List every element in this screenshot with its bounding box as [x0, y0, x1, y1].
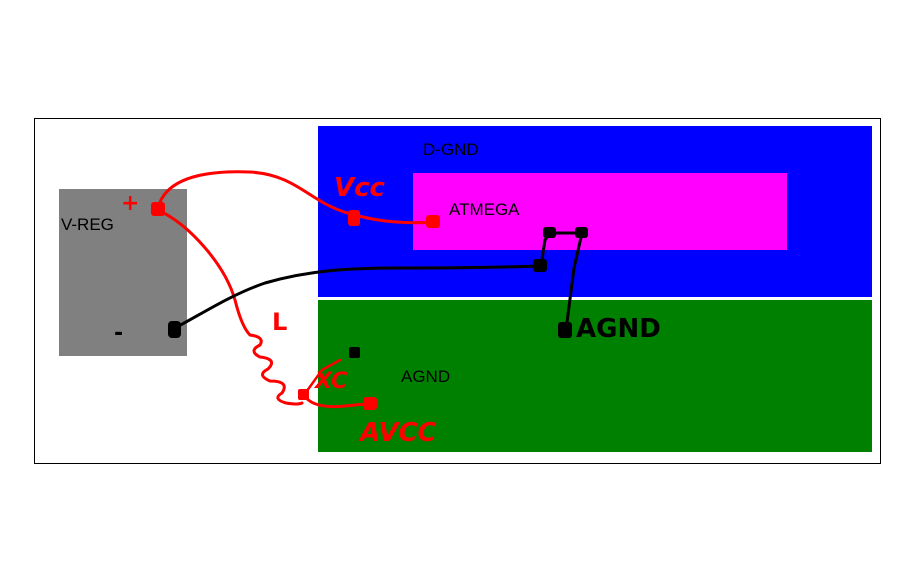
- vcc-pad: [348, 210, 360, 226]
- vreg-positive-pad: [151, 202, 165, 216]
- dgnd-pad: [533, 259, 547, 272]
- agnd-handwritten-label: AGND: [576, 314, 661, 344]
- atmega-vcc-pad: [426, 215, 440, 228]
- atmega-gnd-pad-right: [575, 227, 588, 238]
- avcc-label: AVCC: [358, 418, 437, 448]
- agnd-pad: [558, 322, 572, 338]
- ground-link-wire: [539, 231, 584, 332]
- plus-label: +: [121, 191, 139, 216]
- atmega-chip-block: [413, 173, 787, 250]
- analog-ground-plane: [318, 300, 872, 452]
- ground-wire: [173, 264, 543, 330]
- agnd-plane-label: AGND: [401, 367, 451, 386]
- inductor-junction-pad: [298, 389, 309, 400]
- vreg-label: V-REG: [61, 215, 114, 234]
- inductor-coil: [248, 333, 304, 406]
- vcc-label: Vcc: [334, 173, 386, 203]
- atmega-gnd-pad-left: [543, 227, 556, 238]
- vreg-negative-pad: [168, 321, 181, 338]
- inductor-label: L: [272, 308, 287, 336]
- capacitor-label: XC: [313, 369, 347, 394]
- minus-label: -: [114, 321, 123, 346]
- vcc-wire: [156, 170, 435, 225]
- avcc-pad: [363, 397, 377, 410]
- atmega-label: ATMEGA: [449, 200, 520, 219]
- inductor-feed-wire: [156, 208, 252, 337]
- capacitor-lead: [302, 358, 342, 397]
- avcc-wire: [302, 393, 372, 409]
- voltage-regulator-block: [59, 189, 187, 356]
- diagram-frame: [34, 118, 881, 464]
- capacitor-ground-pad: [349, 347, 360, 358]
- dgnd-label: D-GND: [423, 140, 479, 159]
